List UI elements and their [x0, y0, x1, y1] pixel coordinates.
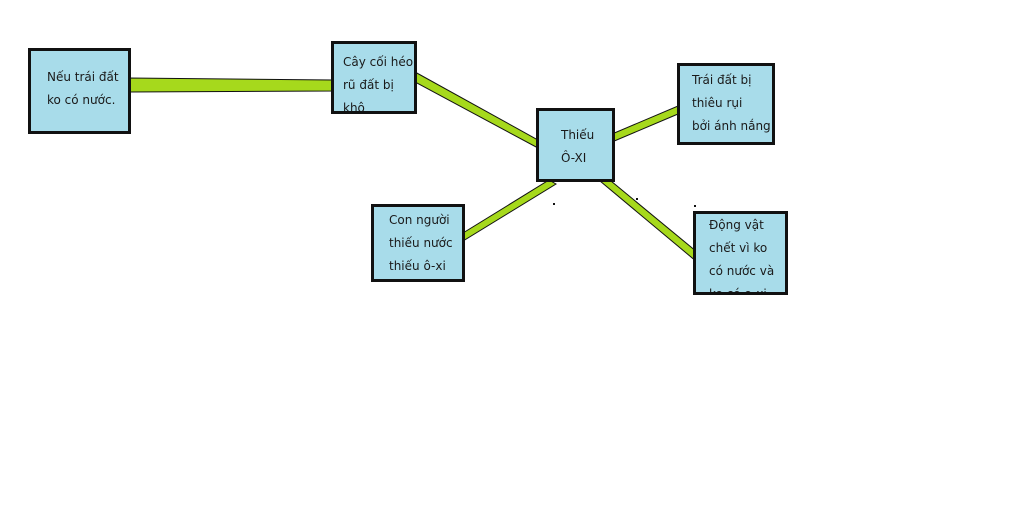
node-center: Thiếu Ô-XI [536, 108, 615, 182]
connector-no-water-to-plants [128, 77, 334, 93]
stray-dot [553, 203, 555, 205]
connector-center-to-humans [462, 179, 557, 242]
node-plants: Cây cối héo rũ đất bị khô [331, 41, 417, 114]
node-humans: Con người thiếu nước thiếu ô-xi [371, 204, 465, 282]
node-no-water: Nếu trái đất ko có nước. [28, 48, 131, 134]
connector-center-to-animals [598, 180, 698, 264]
connector-center-to-earth-heat [611, 105, 679, 143]
connector-plants-to-center [414, 71, 539, 149]
stray-dot [694, 205, 696, 207]
node-animals: Động vật chết vì ko có nước và ko có o-x… [693, 211, 788, 295]
node-earth-heat: Trái đất bị thiêu rụi bởi ánh nắng [677, 63, 775, 145]
stray-dot [636, 198, 638, 200]
